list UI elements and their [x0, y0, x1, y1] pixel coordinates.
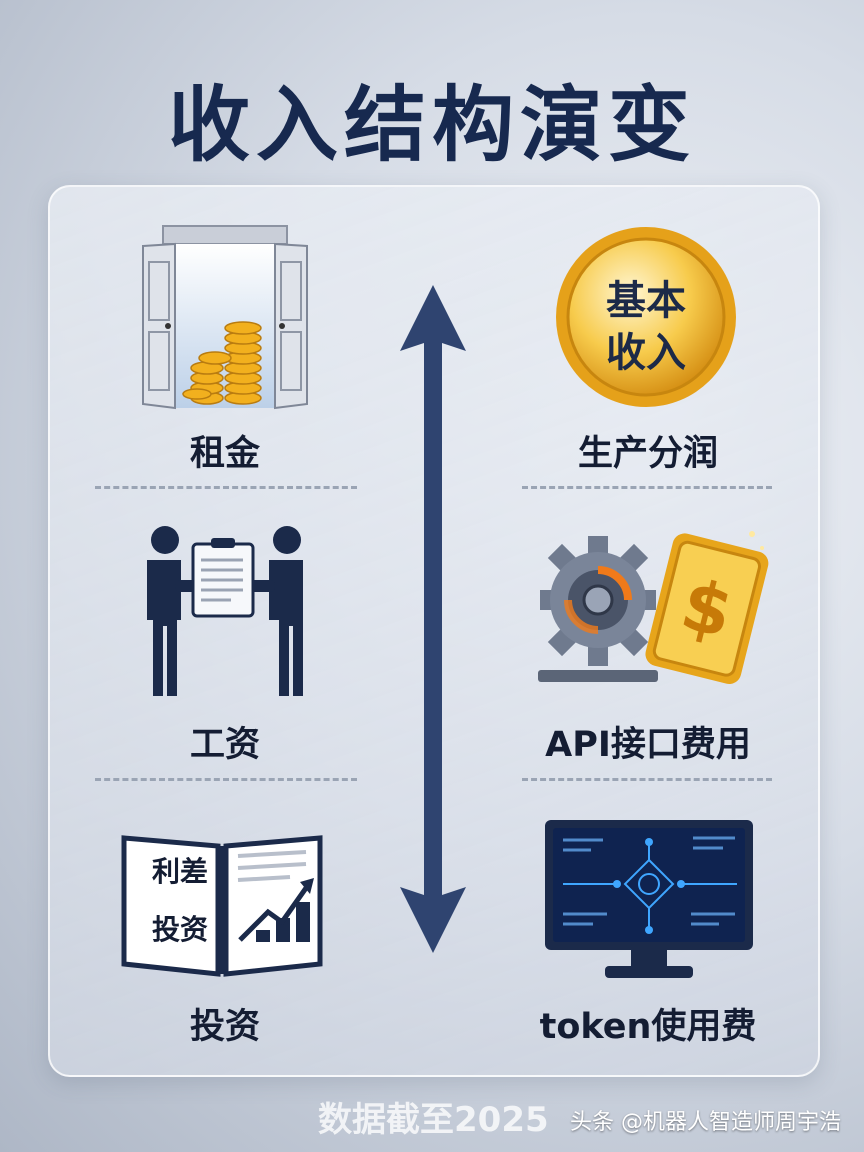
income-label-api-fee: API接口费用 [545, 725, 751, 765]
divider [522, 486, 772, 489]
double-arrow-icon [398, 285, 468, 957]
data-date-note: 数据截至2025 [318, 1100, 549, 1140]
divider [522, 778, 772, 781]
coin-text-income: 收入 [606, 330, 686, 376]
book-text-invest: 投资 [151, 913, 208, 946]
book-text-spread: 利差 [151, 855, 208, 888]
gear-dollar-icon: $ [534, 520, 774, 704]
income-label-token-fee: token使用费 [539, 1007, 757, 1047]
door-coins-icon [135, 222, 315, 416]
page-title: 收入结构演变 [167, 78, 696, 173]
watermark: 头条 @机器人智造师周宇浩 [570, 1110, 841, 1135]
income-label-production-share: 生产分润 [577, 434, 718, 474]
income-label-investment: 投资 [189, 1007, 260, 1047]
divider [95, 778, 357, 781]
coin-text-basic: 基本 [606, 278, 686, 324]
handshake-contract-icon [135, 520, 315, 704]
basic-income-coin-icon [553, 224, 739, 414]
income-label-salary: 工资 [189, 725, 260, 765]
income-label-rent: 租金 [189, 434, 260, 474]
monitor-circuit-icon [543, 818, 755, 986]
divider [95, 486, 357, 489]
book-growth-icon [120, 828, 325, 982]
